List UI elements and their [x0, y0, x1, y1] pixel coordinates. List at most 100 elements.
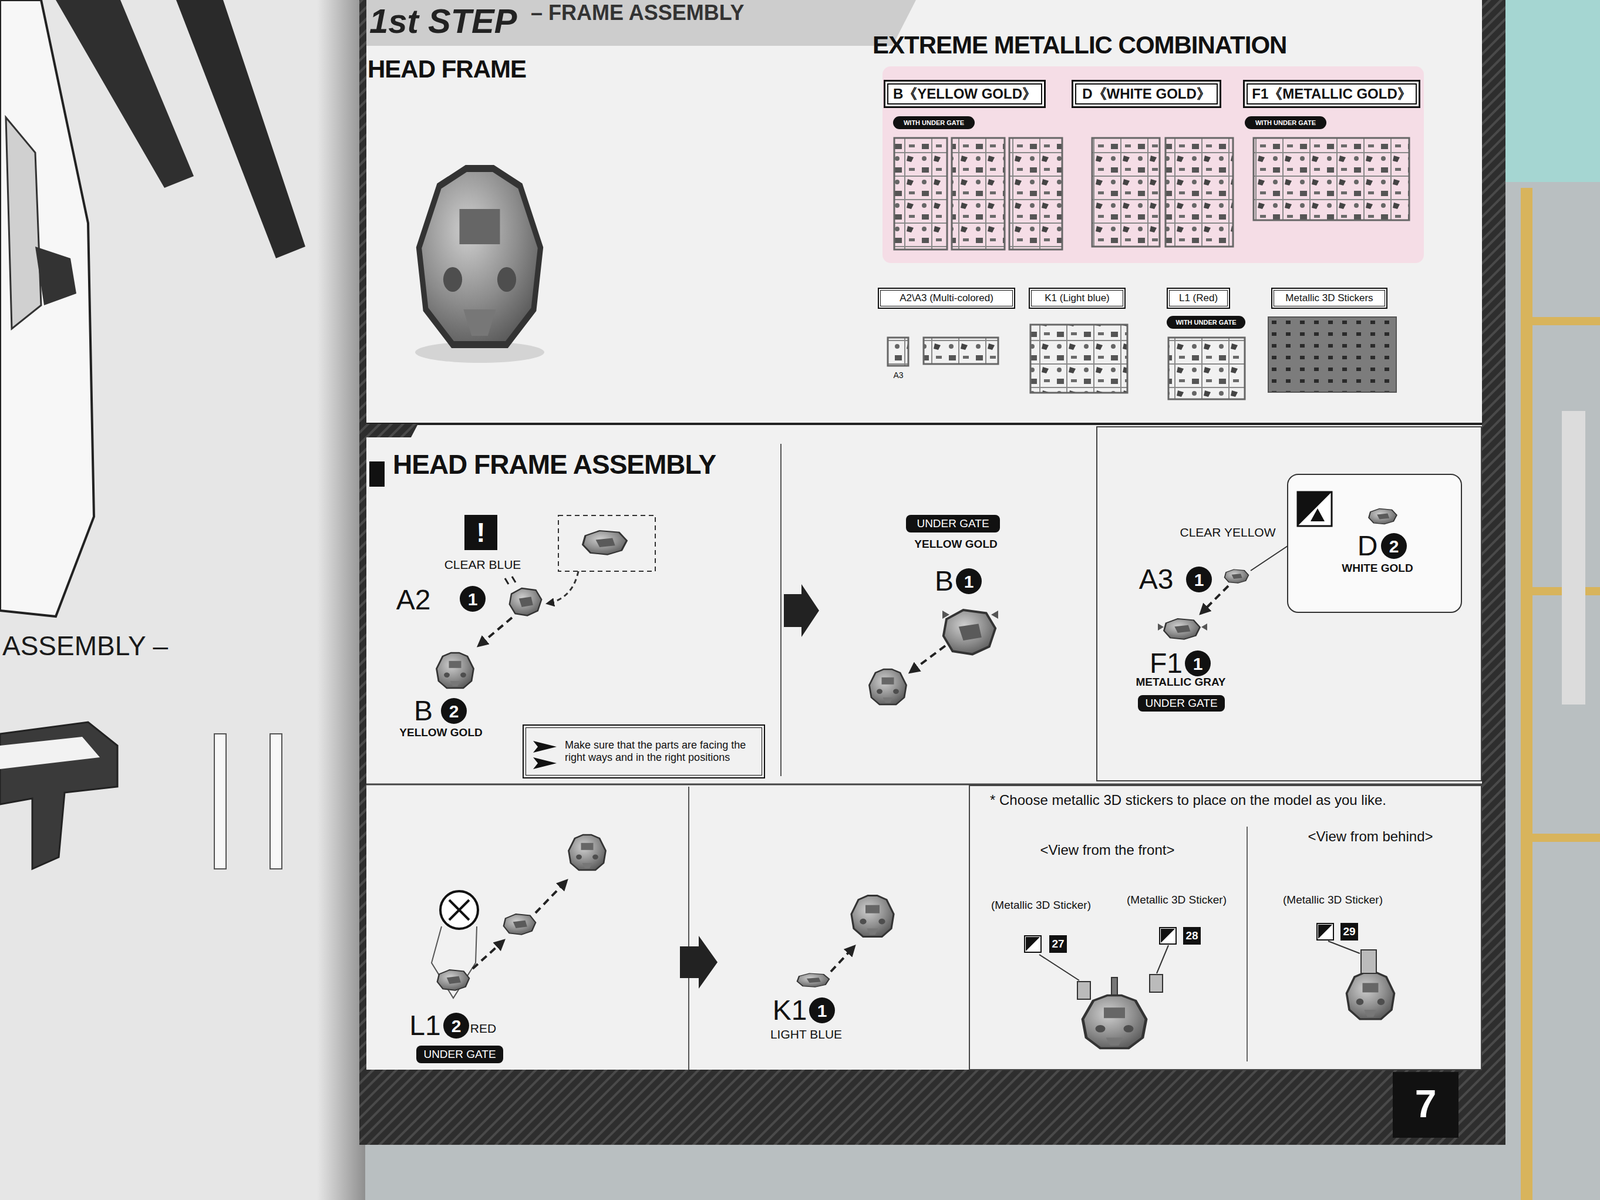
- facing-page-heading: ASSEMBLY –: [2, 631, 168, 662]
- runner-panel-shape: [1168, 337, 1245, 400]
- background-shape: [1561, 411, 1586, 705]
- part-name: K1: [772, 995, 808, 1027]
- step-four-parts-shape: [449, 900, 470, 921]
- left-page-shape: [35, 246, 77, 306]
- runner-panel-shape: [1009, 137, 1063, 250]
- panel-frame-shape: [679, 935, 718, 989]
- step-one-parts-shape: [436, 652, 474, 689]
- step-three-parts-shape: [1157, 623, 1164, 631]
- sticker-views-shape: [1160, 928, 1175, 943]
- step-four-parts: [431, 834, 606, 999]
- part-name: A3: [1139, 564, 1174, 596]
- node-text: B《YELLOW GOLD》: [893, 85, 1037, 103]
- runner-label-box: L1 (Red): [1166, 287, 1231, 309]
- part-name: D: [1357, 530, 1379, 562]
- step-three-parts: [1157, 474, 1462, 640]
- panel-frame-shape: [969, 785, 1482, 1070]
- step-one-parts-shape: [583, 530, 628, 555]
- step-four-parts-shape: [431, 926, 477, 999]
- sticker-views-shape: [1346, 972, 1395, 1020]
- section-heading: HEAD FRAME: [367, 55, 527, 83]
- head-frame-render-shape: [419, 168, 541, 345]
- left-page: [0, 0, 366, 1200]
- color-note: CLEAR YELLOW: [1179, 525, 1276, 540]
- under-gate-tag: WITH UNDER GATE: [1166, 315, 1246, 329]
- runner-panel-shape: [1030, 324, 1128, 393]
- runner-panel-shape: [887, 337, 909, 366]
- callout-number: 2: [1380, 533, 1407, 559]
- panel-frame-shape: [1246, 826, 1248, 1062]
- panel-frame-shape: [688, 786, 690, 1070]
- step-two-parts-shape: [910, 645, 946, 673]
- left-page-shape: [270, 733, 282, 869]
- step-one-parts-shape: [509, 588, 542, 616]
- step-one-parts-shape: [547, 571, 579, 604]
- step-four-parts-shape: [440, 891, 478, 929]
- color-note: YELLOW GOLD: [399, 726, 483, 740]
- callout-number: 1: [1186, 566, 1212, 593]
- instruction-note: * Choose metallic 3D stickers to place o…: [989, 792, 1387, 808]
- left-page-shape: [0, 736, 100, 770]
- step-four-parts-shape: [472, 940, 504, 969]
- runner-label-box: K1 (Light blue): [1028, 287, 1126, 309]
- node-text: L1 (Red): [1179, 292, 1218, 305]
- sticker-caption: (Metallic 3D Sticker): [1282, 894, 1383, 907]
- color-note: YELLOW GOLD: [914, 538, 997, 551]
- color-note: METALLIC GRAY: [1135, 676, 1226, 689]
- step-three-parts-shape: [1163, 618, 1200, 640]
- left-page-shape: [317, 0, 366, 1200]
- step-five-parts-shape: [797, 973, 830, 988]
- right-page-shape: [1392, 1072, 1459, 1138]
- step-four-parts-shape: [568, 834, 606, 871]
- sticker-caption: (Metallic 3D Sticker): [991, 899, 1091, 912]
- step-five-parts-shape: [830, 946, 855, 972]
- right-page-shape: [366, 0, 916, 46]
- node-text: Metallic 3D Stickers: [1285, 292, 1373, 305]
- step-two-parts-shape: [942, 610, 950, 619]
- runner-color-box: D《WHITE GOLD》: [1071, 79, 1222, 109]
- panel-frame: [366, 423, 1482, 1070]
- note-box: Make sure that the parts are facing the …: [522, 724, 766, 779]
- step-one-parts-shape: [533, 740, 557, 753]
- callout-number: 2: [440, 698, 467, 724]
- node-text: WITH UNDER GATE: [903, 119, 965, 127]
- runner-label-box: A2\A3 (Multi-colored): [877, 287, 1016, 309]
- runner-panel-shape: [923, 337, 999, 365]
- section-heading: EXTREME METALLIC COMBINATION: [872, 31, 1287, 59]
- node-text: A2\A3 (Multi-colored): [899, 292, 994, 305]
- step-subtitle: – FRAME ASSEMBLY: [530, 1, 744, 25]
- runner-label-box: Metallic 3D Stickers: [1271, 287, 1388, 309]
- section-heading: HEAD FRAME ASSEMBLY: [392, 449, 716, 480]
- sticker-number: 27: [1049, 935, 1067, 953]
- left-page-shape: [5, 117, 42, 329]
- step-three-parts-shape: [1297, 492, 1332, 527]
- node-text: UNDER GATE: [1144, 696, 1218, 710]
- callout-number: 2: [443, 1012, 470, 1039]
- color-note: WHITE GOLD: [1341, 562, 1413, 575]
- node-text: D《WHITE GOLD》: [1082, 85, 1211, 103]
- step-four-parts-shape: [437, 969, 470, 991]
- panel-frame-shape: [780, 443, 782, 777]
- step-three-parts-shape: [1224, 569, 1249, 584]
- color-note: RED: [470, 1021, 497, 1036]
- panel-frame-shape: [783, 584, 820, 638]
- left-page-shape: [0, 0, 365, 1200]
- callout-number: 1: [1184, 650, 1211, 677]
- under-gate-badge: UNDER GATE: [905, 514, 1000, 533]
- part-name: F1: [1149, 648, 1183, 680]
- color-note: LIGHT BLUE: [770, 1027, 842, 1042]
- sticker-views-shape: [1082, 995, 1147, 1049]
- runner-panel-shape: [894, 137, 948, 250]
- node-text: K1 (Light blue): [1044, 292, 1110, 305]
- right-page: [359, 0, 1506, 1145]
- caution-mark: !: [464, 514, 498, 551]
- sticker-views-shape: [1361, 950, 1377, 974]
- sticker-number: 28: [1183, 927, 1201, 945]
- sticker-views-shape: [1077, 981, 1091, 1000]
- sticker-number: 29: [1340, 923, 1359, 941]
- right-page-shape: [366, 0, 1482, 1070]
- part-name: A2: [396, 584, 431, 616]
